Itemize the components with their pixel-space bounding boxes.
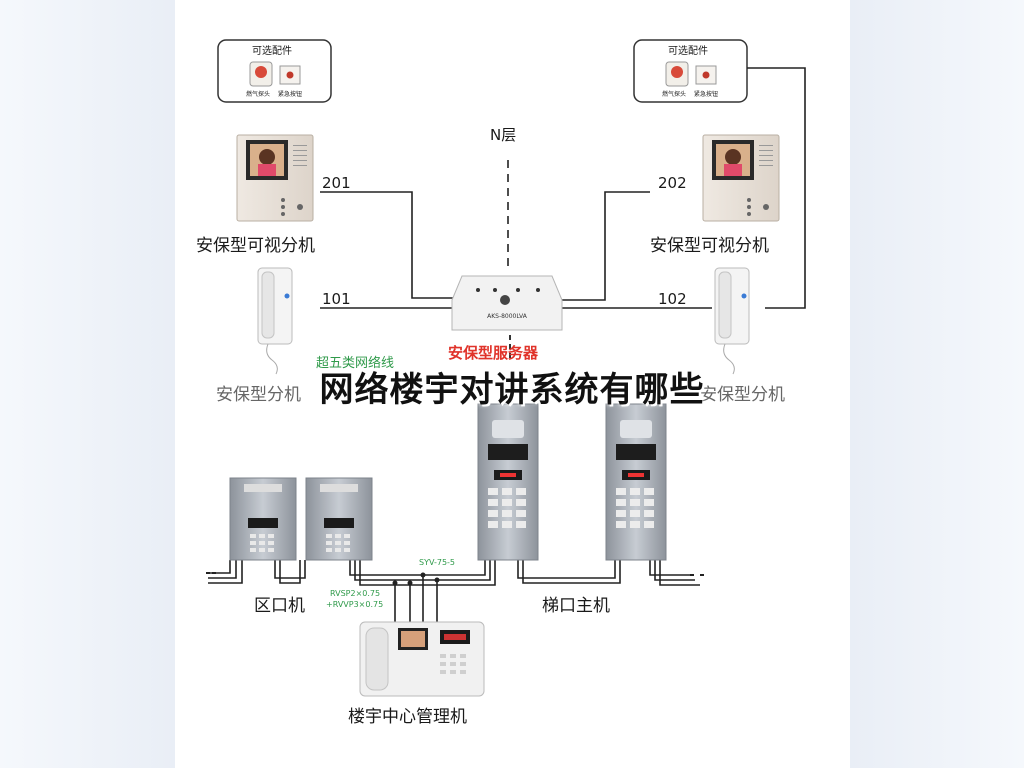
cable-rvvp-label: +RVVP3×0.75 xyxy=(326,600,383,609)
emergency-button-label: 紧急按钮 xyxy=(694,90,718,98)
optional-parts-left: 可选配件 燃气探头 紧急按钮 xyxy=(217,39,332,103)
zone-unit-1 xyxy=(229,477,297,561)
diagram-canvas xyxy=(175,0,850,768)
stair-unit-label: 梯口主机 xyxy=(542,596,610,616)
stair-unit-1 xyxy=(477,403,539,561)
emergency-button-label: 紧急按钮 xyxy=(278,90,302,98)
left-margin xyxy=(0,0,175,768)
audio-handset-label-right: 安保型分机 xyxy=(700,385,785,405)
zone-unit-label: 区口机 xyxy=(254,596,305,616)
audio-handset-right xyxy=(714,267,750,375)
unit-101-label: 101 xyxy=(322,290,351,308)
unit-102-label: 102 xyxy=(658,290,687,308)
cable-label: 超五类网络线 xyxy=(316,355,394,371)
page-title: 网络楼宇对讲系统有哪些 xyxy=(319,370,705,410)
optional-parts-title: 可选配件 xyxy=(668,44,708,57)
optional-parts-right: 可选配件 燃气探头 紧急按钮 xyxy=(633,39,748,103)
stair-unit-2 xyxy=(605,403,667,561)
bus-dashes xyxy=(206,572,704,586)
gas-detector-label: 燃气探头 xyxy=(246,90,270,98)
video-handset-right xyxy=(702,134,780,222)
video-handset-label-left: 安保型可视分机 xyxy=(196,236,315,256)
server-device: AKS-8000LVA xyxy=(451,275,563,331)
optional-parts-title: 可选配件 xyxy=(252,44,292,57)
unit-201-label: 201 xyxy=(322,174,351,192)
floor-n-label: N层 xyxy=(490,126,516,144)
video-handset-left xyxy=(236,134,314,222)
right-margin xyxy=(850,0,1024,768)
gas-detector-label: 燃气探头 xyxy=(662,90,686,98)
zone-unit-2 xyxy=(305,477,373,561)
cable-rvsp-label: RVSP2×0.75 xyxy=(330,589,380,598)
server-model: AKS-8000LVA xyxy=(487,313,528,320)
cable-syv-label: SYV-75-5 xyxy=(419,558,455,567)
audio-handset-label-left: 安保型分机 xyxy=(216,385,301,405)
unit-202-label: 202 xyxy=(658,174,687,192)
management-unit xyxy=(359,621,485,697)
video-handset-label-right: 安保型可视分机 xyxy=(650,236,769,256)
audio-handset-left xyxy=(257,267,293,375)
wiring xyxy=(208,67,806,625)
server-label: 安保型服务器 xyxy=(448,344,539,362)
management-unit-label: 楼宇中心管理机 xyxy=(348,707,467,727)
